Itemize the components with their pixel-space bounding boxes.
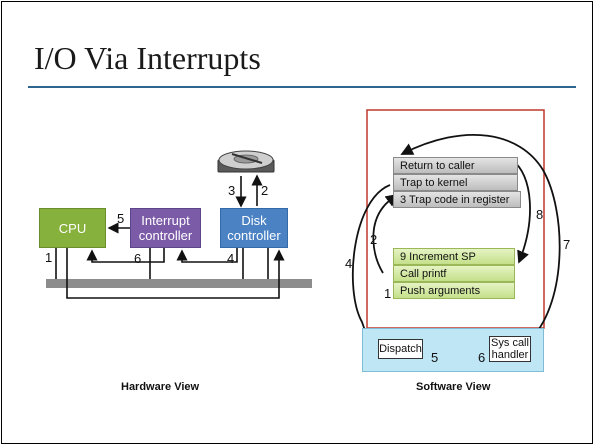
sw-step-1-label: 1 (384, 286, 392, 301)
sys-call-handler-box: Sys call handler (489, 336, 531, 362)
bus-connectors (55, 248, 269, 279)
disk-controller-box: Disk controller (220, 208, 288, 248)
stack-return-to-caller: Return to caller (393, 157, 518, 174)
stack-increment-sp: 9 Increment SP (393, 248, 515, 265)
stack-push-arguments: Push arguments (393, 282, 515, 299)
hw-step-4-label: 4 (227, 251, 235, 266)
dispatch-box: Dispatch (378, 339, 423, 359)
stack-call-printf: Call printf (393, 265, 515, 282)
stack-trap-to-kernel: Trap to kernel (393, 174, 518, 191)
arrow-step-4 (176, 248, 238, 263)
software-view-caption: Software View (416, 381, 491, 393)
sw-step-8-label: 8 (536, 207, 544, 222)
arrow-step-1 (66, 248, 285, 299)
sw-step-6-label: 6 (478, 350, 486, 365)
sw-step-7-label: 7 (563, 237, 571, 252)
sw-step-4-label: 4 (345, 256, 353, 271)
arrow-step-7-curve (400, 133, 561, 340)
arrow-step-4-curve (351, 184, 391, 349)
slide-title: I/O Via Interrupts (34, 40, 261, 76)
cpu-box: CPU (39, 208, 106, 248)
arrow-step-8-curve (511, 159, 531, 264)
system-bus (46, 279, 312, 288)
title-underline (28, 86, 576, 88)
hw-step-2-label: 2 (261, 183, 269, 198)
hw-step-6-label: 6 (134, 251, 142, 266)
hw-step-3-label: 3 (228, 183, 236, 198)
interrupt-controller-box: Interrupt controller (130, 208, 201, 248)
sw-step-5-label: 5 (431, 350, 439, 365)
disk-drive-icon (217, 150, 275, 173)
hw-step-1-label: 1 (45, 250, 53, 265)
sw-step-2-label: 2 (370, 232, 378, 247)
hw-step-5-label: 5 (117, 211, 125, 226)
arrow-step-6 (86, 248, 165, 263)
stack-trap-code: 3 Trap code in register (393, 191, 521, 208)
hardware-view-caption: Hardware View (121, 381, 200, 393)
